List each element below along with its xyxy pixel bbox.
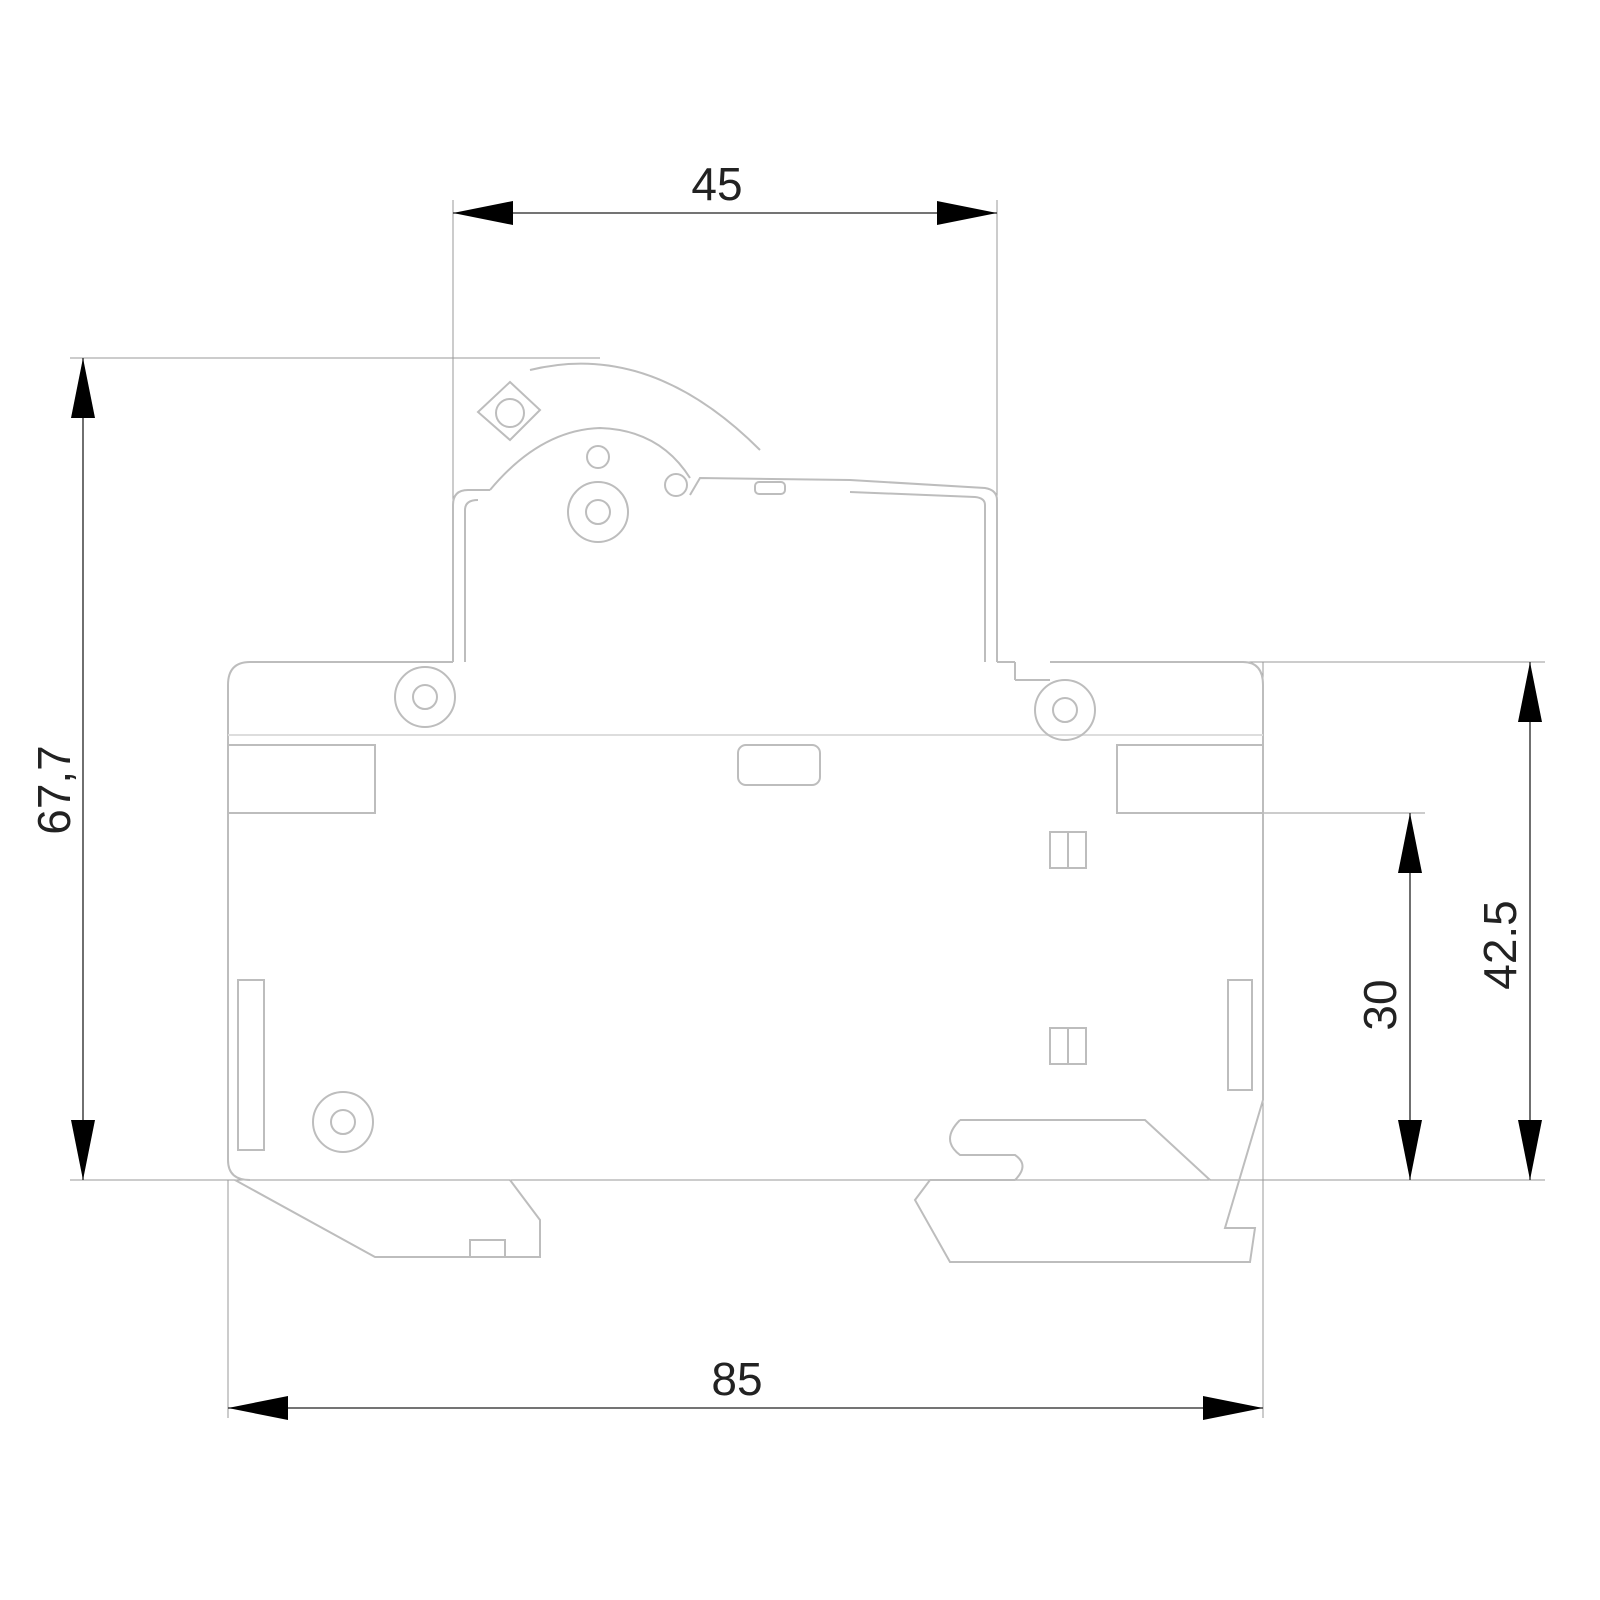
breaker-outline [227,362,1264,1263]
arrow-left-icon [453,201,513,225]
arrow-down-icon [71,1120,95,1180]
dimension-handle-width: 45 [453,158,997,225]
extension-lines [70,200,1545,1418]
dimension-label-30: 30 [1354,979,1406,1030]
arrow-down-icon [1398,1120,1422,1180]
dimension-rail-to-shoulder: 30 [1354,813,1422,1180]
dimension-label-67-7: 67,7 [28,745,80,835]
dimension-rail-to-top: 42.5 [1474,662,1542,1180]
arrow-right-icon [937,201,997,225]
dimension-label-42-5: 42.5 [1474,900,1526,990]
arrow-up-icon [1518,662,1542,722]
arrow-right-icon [1203,1396,1263,1420]
dimension-total-height: 67,7 [28,358,95,1180]
dimension-label-45: 45 [691,158,742,210]
arrow-up-icon [71,358,95,418]
dimension-total-width: 85 [228,1353,1263,1420]
arrow-down-icon [1518,1120,1542,1180]
arrow-left-icon [228,1396,288,1420]
arrow-up-icon [1398,813,1422,873]
dimension-label-85: 85 [711,1353,762,1405]
